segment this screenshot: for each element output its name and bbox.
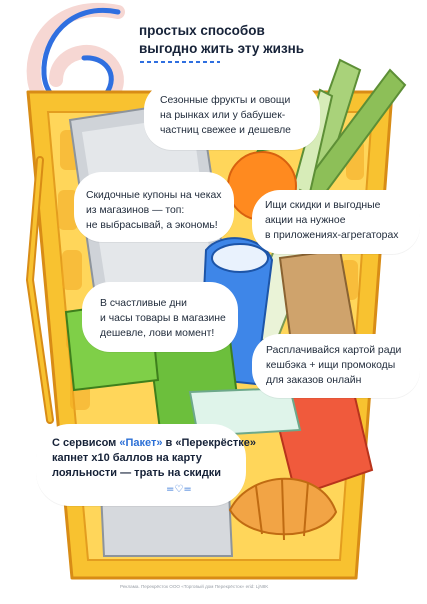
paket-service-link[interactable]: «Пакет» bbox=[119, 437, 163, 449]
tip-text-aggregators: Ищи скидки и выгодные акции на нужное в … bbox=[265, 200, 399, 241]
tip-bubble-happy-hours bbox=[82, 282, 238, 352]
tip-bubble-paket bbox=[36, 424, 246, 506]
tip-text-cashback: Расплачивайся картой ради кешбэка + ищи … bbox=[266, 345, 402, 386]
title-line-2: выгодно жить эту жизнь bbox=[139, 41, 305, 56]
ad-disclaimer: Реклама. Перекрёсток ООО «Торговый дом П… bbox=[120, 584, 269, 589]
tip-bubble-cashback bbox=[252, 334, 420, 398]
paket-line-3: лояльности — трать на скидки bbox=[52, 467, 222, 479]
tip-bubble-coupons bbox=[74, 172, 234, 242]
tip-text-coupons: Скидочные купоны на чеках из магазинов —… bbox=[86, 190, 222, 231]
page-title: простых способов выгодно жить эту жизнь bbox=[139, 22, 304, 58]
tip-text-seasonal: Сезонные фрукты и овощи на рынках или у … bbox=[160, 95, 291, 136]
paket-line-2: капнет х10 баллов на карту bbox=[52, 452, 202, 464]
title-line-1: простых способов bbox=[139, 23, 265, 38]
tip-bubble-seasonal bbox=[144, 82, 320, 150]
paket-line-1: С сервисом «Пакет» в «Перекрёстке» bbox=[52, 437, 256, 449]
tip-text-paket: С сервисом «Пакет» в «Перекрёстке» капне… bbox=[52, 436, 256, 481]
tip-bubble-aggregators bbox=[252, 190, 420, 254]
tip-text-happy-hours: В счастливые дни и часы товары в магазин… bbox=[100, 298, 226, 339]
heart-emoji-icon: =♡= bbox=[166, 484, 192, 495]
